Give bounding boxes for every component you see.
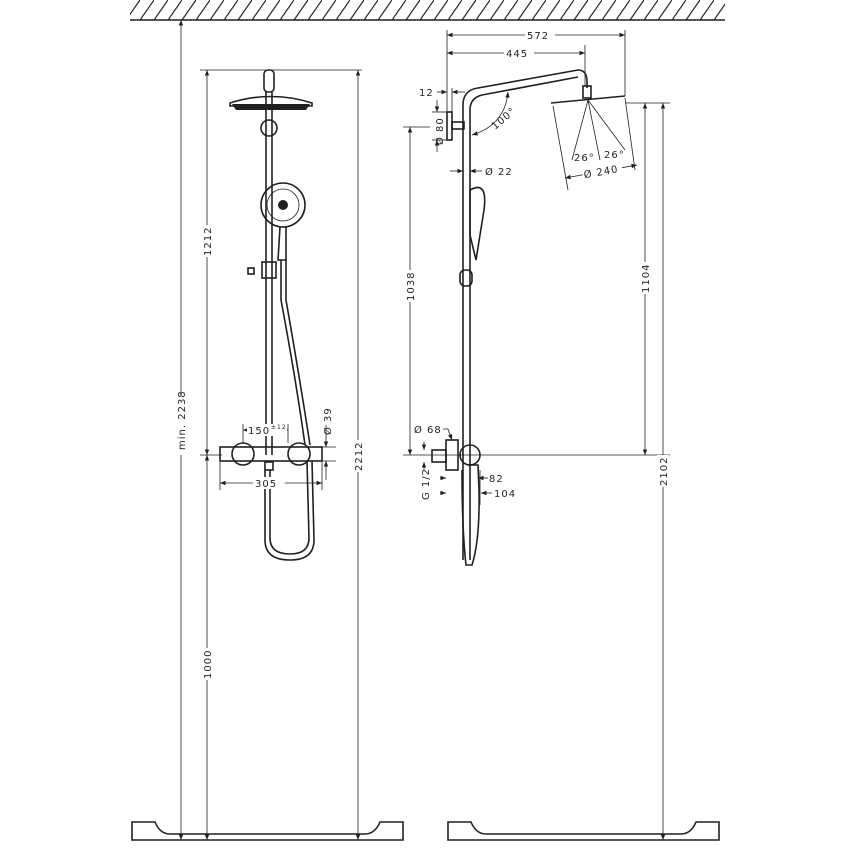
dim-diameter-22: Ø 22	[450, 166, 513, 178]
dim-150: 150 ±12	[242, 424, 289, 443]
dim-2212: 2212	[352, 70, 365, 840]
dim-label: 1038	[406, 272, 417, 301]
dim-1104: 1104	[403, 102, 670, 456]
dim-label: 1104	[641, 264, 652, 293]
dim-label: 572	[527, 31, 549, 42]
dim-label: min. 2238	[177, 390, 188, 450]
dim-label: 2102	[659, 457, 670, 486]
dim-label: Ø 68	[414, 424, 442, 436]
dim-572: 572	[446, 29, 626, 120]
ceiling-hatch	[130, 0, 725, 21]
dim-label: 12	[419, 88, 434, 99]
dim-label: 1212	[203, 227, 214, 256]
front-view-shower	[219, 69, 323, 561]
dim-label: 2212	[354, 442, 365, 471]
dim-label: 305	[255, 479, 277, 490]
dim-12: 12	[419, 88, 465, 112]
dim-angle-100: 100°	[471, 91, 519, 136]
dim-label: 100°	[490, 106, 519, 132]
dim-label: 104	[494, 489, 516, 500]
dim-label: Ø 80	[434, 117, 446, 145]
dim-min-2238: min. 2238	[175, 20, 188, 840]
dim-label: Ø 22	[485, 166, 513, 178]
dim-diameter-80: Ø 80	[432, 100, 447, 152]
dim-label: 26°	[574, 153, 595, 164]
dim-tolerance: ±12	[271, 424, 287, 431]
floor-basin-left	[131, 821, 404, 841]
floor-basin-right	[447, 821, 720, 841]
dim-diameter-68: Ø 68	[414, 424, 453, 441]
dim-1000: 1000	[200, 454, 222, 840]
dim-label: 1000	[203, 650, 214, 679]
dim-label: 26°	[604, 150, 625, 161]
dim-445: 445	[447, 45, 586, 86]
dim-thread: G 1/2	[421, 442, 446, 500]
dim-spray-angles: 26° 26°	[574, 150, 625, 164]
side-view-shower	[431, 69, 636, 566]
dim-305: 305	[219, 462, 323, 490]
dim-1212: 1212	[200, 69, 362, 455]
dim-label: 82	[489, 474, 504, 485]
dim-label: 445	[506, 49, 528, 60]
dim-82: 82	[478, 474, 504, 485]
dim-diameter-39: Ø 39	[318, 407, 336, 480]
dim-label: 150	[248, 426, 270, 437]
dim-2102: 2102	[657, 103, 670, 840]
dim-104: 104	[479, 470, 516, 505]
dim-label: G 1/2	[421, 468, 432, 500]
dim-1038: 1038	[403, 126, 430, 455]
dim-label: Ø 39	[322, 407, 334, 435]
